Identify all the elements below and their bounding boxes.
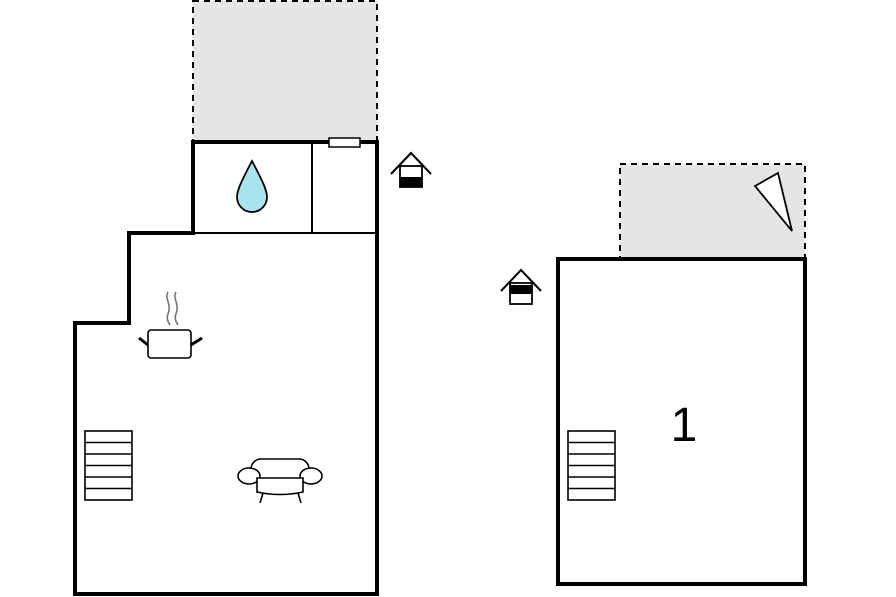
water-drop-icon — [236, 159, 268, 213]
stairs-icon — [567, 430, 616, 501]
sofa-icon — [237, 458, 323, 504]
terrace-top-left — [192, 0, 378, 143]
outer-wall-right — [556, 257, 807, 586]
entrance-icon — [500, 268, 542, 305]
entrance-icon — [390, 151, 432, 188]
sail-shade-icon — [753, 171, 793, 232]
floor-plan-right: 1 — [500, 163, 807, 586]
stove-pot-icon — [138, 291, 203, 359]
window-icon — [328, 137, 361, 148]
outer-wall-left — [73, 140, 379, 596]
floor-plan-left — [73, 0, 432, 596]
stairs-icon — [84, 430, 133, 501]
room-label: 1 — [671, 399, 698, 452]
